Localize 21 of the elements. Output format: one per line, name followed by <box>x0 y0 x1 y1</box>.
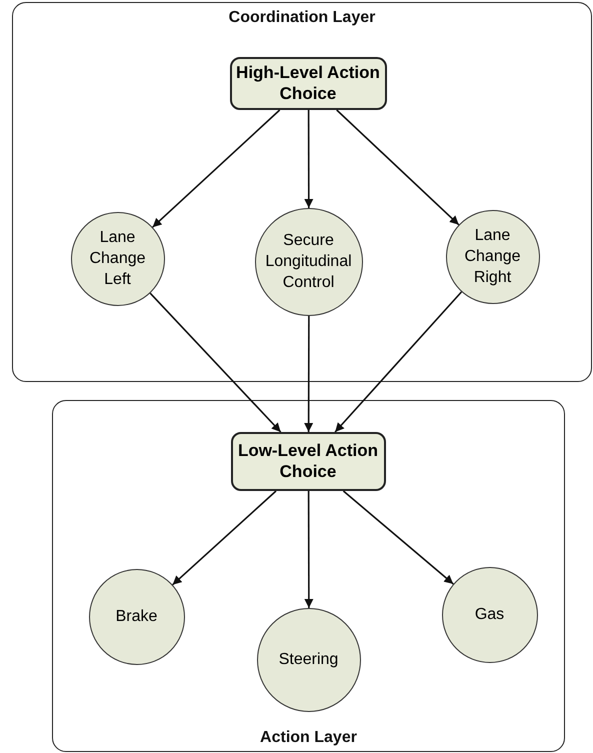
arrow <box>152 109 280 228</box>
layer-container <box>52 400 565 752</box>
arrow <box>304 110 314 208</box>
action-circle: Lane Change Right <box>446 210 540 304</box>
action-circle: Secure Longitudinal Control <box>254 208 362 316</box>
arrow <box>334 291 462 433</box>
arrow <box>342 490 454 585</box>
arrow <box>172 490 277 586</box>
layer-heading: Action Layer <box>259 729 358 747</box>
process-box: High-Level Action Choice <box>230 56 386 110</box>
process-box: Low-Level Action Choice <box>230 432 386 490</box>
arrow <box>150 292 282 433</box>
arrow <box>304 316 314 432</box>
action-circle: Gas <box>442 566 538 662</box>
layer-container <box>12 2 592 382</box>
action-circle: Lane Change Left <box>70 212 164 306</box>
action-circle: Brake <box>88 568 184 664</box>
arrow <box>304 491 314 608</box>
arrow <box>336 109 460 226</box>
layer-heading: Coordination Layer <box>228 9 376 27</box>
action-circle: Steering <box>256 608 360 712</box>
